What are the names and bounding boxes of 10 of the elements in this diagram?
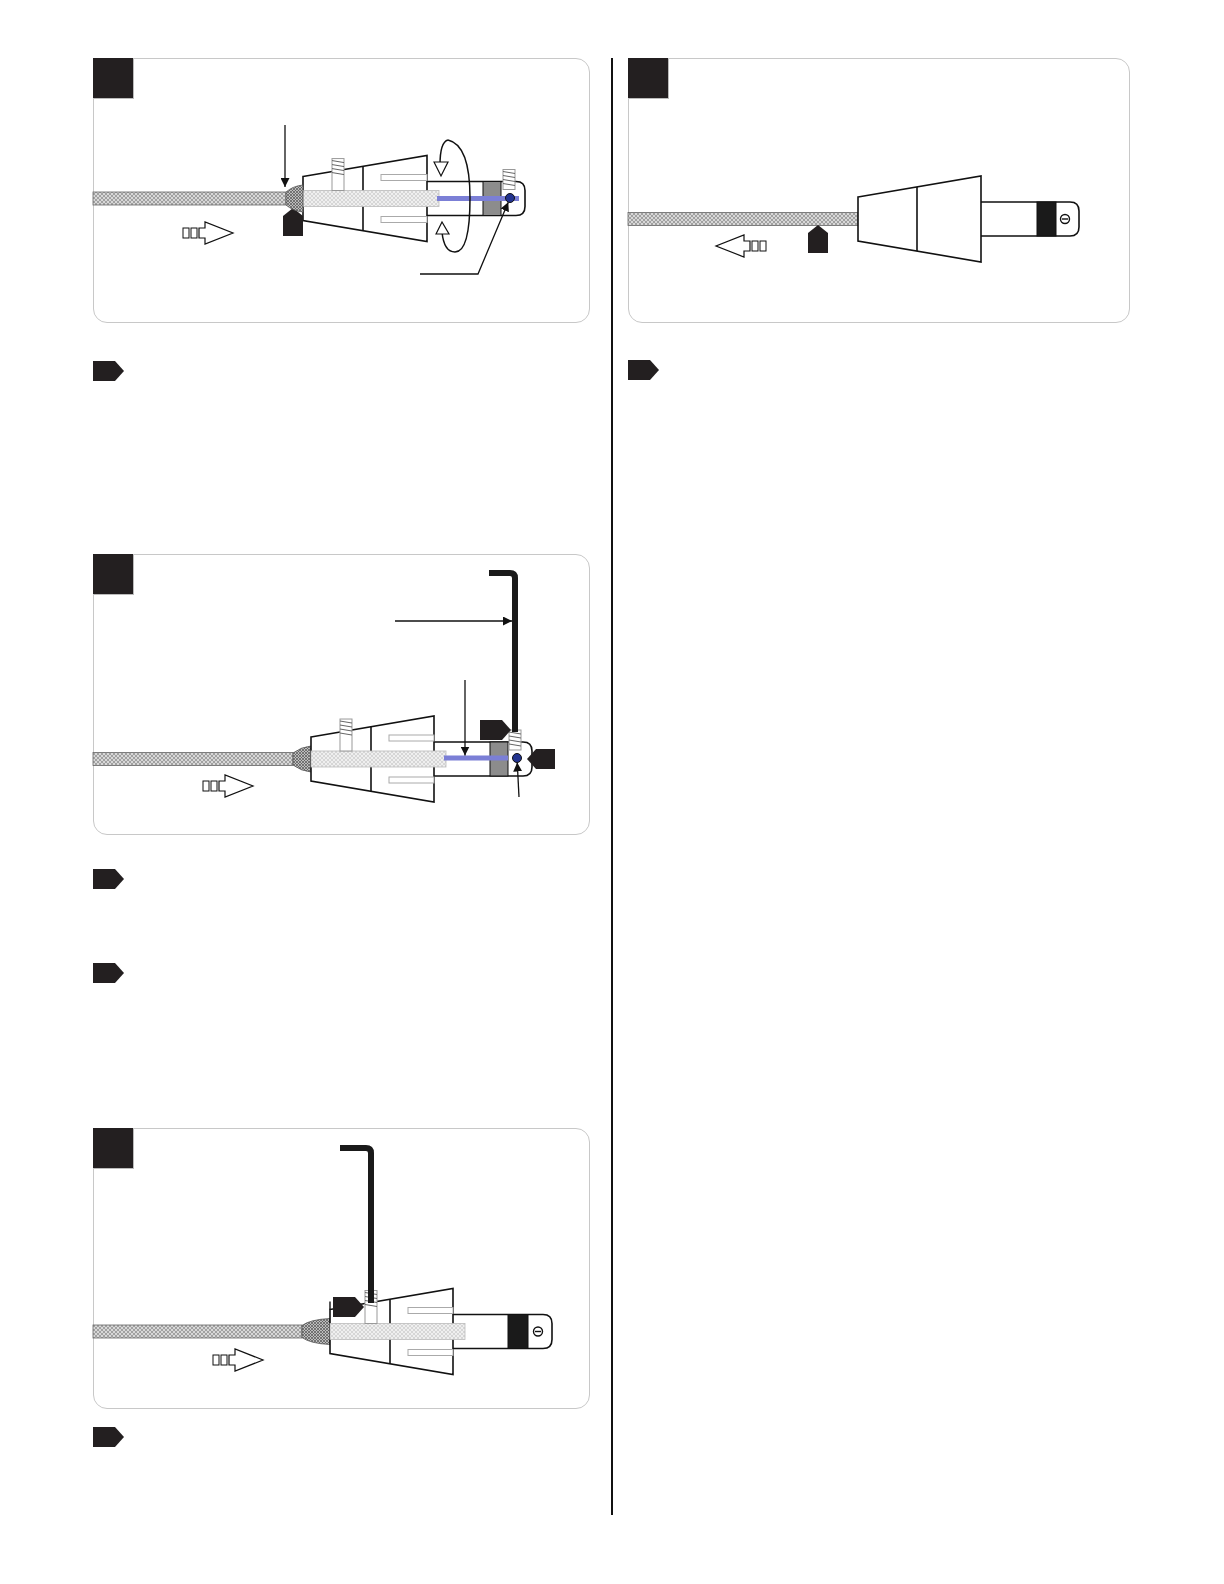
wire-core	[444, 755, 508, 761]
hex-key	[489, 570, 518, 732]
leader-line	[280, 124, 290, 188]
leader-line	[419, 201, 509, 275]
cable-ferrule	[285, 184, 304, 213]
leader-line	[513, 761, 523, 798]
screw-hole	[505, 193, 515, 203]
leader-line	[394, 616, 513, 626]
leader-line	[460, 679, 470, 757]
screw-hole	[512, 753, 522, 763]
